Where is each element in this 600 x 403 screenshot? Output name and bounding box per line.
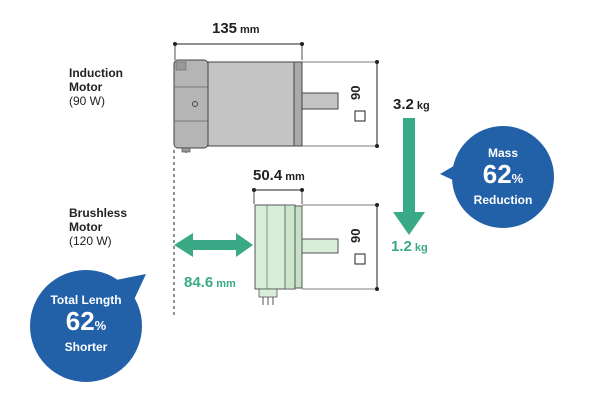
mass-bubble-title: Mass	[487, 146, 519, 160]
length-difference-value: 84.6	[184, 274, 214, 291]
mass-reduction-arrow-icon	[393, 118, 425, 235]
length-bubble-title: Total Length	[50, 293, 122, 307]
length-difference-arrow-icon	[174, 233, 253, 257]
brushless-label-line2: Motor	[69, 220, 103, 234]
brushless-length-unit: mm	[285, 171, 305, 183]
mass-bubble-percent: %	[511, 171, 524, 186]
mass-bubble-text: Mass 62% Reduction	[462, 146, 544, 207]
brushless-mass-unit: kg	[414, 242, 428, 254]
brushless-frame-size-value: 90	[348, 228, 363, 243]
square-symbol-icon	[354, 110, 366, 122]
length-bubble-caption: Shorter	[64, 340, 108, 354]
length-bubble-value: 62	[65, 306, 95, 336]
induction-mass-unit: kg	[416, 100, 430, 112]
induction-length-unit: mm	[240, 24, 260, 36]
length-bubble	[30, 270, 146, 382]
induction-length-dimension	[173, 42, 304, 60]
induction-label-line1: Induction	[69, 66, 123, 80]
brushless-mass-value: 1.2	[391, 238, 412, 255]
brushless-label-line1: Brushless	[69, 206, 128, 220]
induction-frame-size: 90	[348, 86, 363, 100]
induction-mass-value: 3.2	[393, 96, 414, 113]
length-bubble-percent: %	[94, 318, 107, 333]
induction-motor-label: Induction Motor (90 W)	[69, 66, 123, 108]
brushless-frame-size: 90	[348, 229, 363, 243]
brushless-motor-drawing	[254, 203, 379, 305]
brushless-length-value: 50.4	[253, 167, 283, 184]
brushless-length-dimension	[252, 188, 304, 204]
induction-motor-drawing	[173, 59, 379, 153]
induction-length-value: 135	[212, 20, 238, 37]
induction-frame-size-value: 90	[348, 85, 363, 100]
length-difference-unit: mm	[216, 278, 236, 290]
length-bubble-text: Total Length 62% Shorter	[40, 293, 132, 354]
mass-bubble	[440, 126, 554, 228]
induction-power: (90 W)	[69, 94, 105, 108]
mass-bubble-value: 62	[482, 159, 512, 189]
brushless-power: (120 W)	[69, 234, 112, 248]
induction-label-line2: Motor	[69, 80, 103, 94]
square-symbol-icon	[354, 253, 366, 265]
mass-bubble-caption: Reduction	[473, 193, 533, 207]
brushless-motor-label: Brushless Motor (120 W)	[69, 206, 127, 248]
